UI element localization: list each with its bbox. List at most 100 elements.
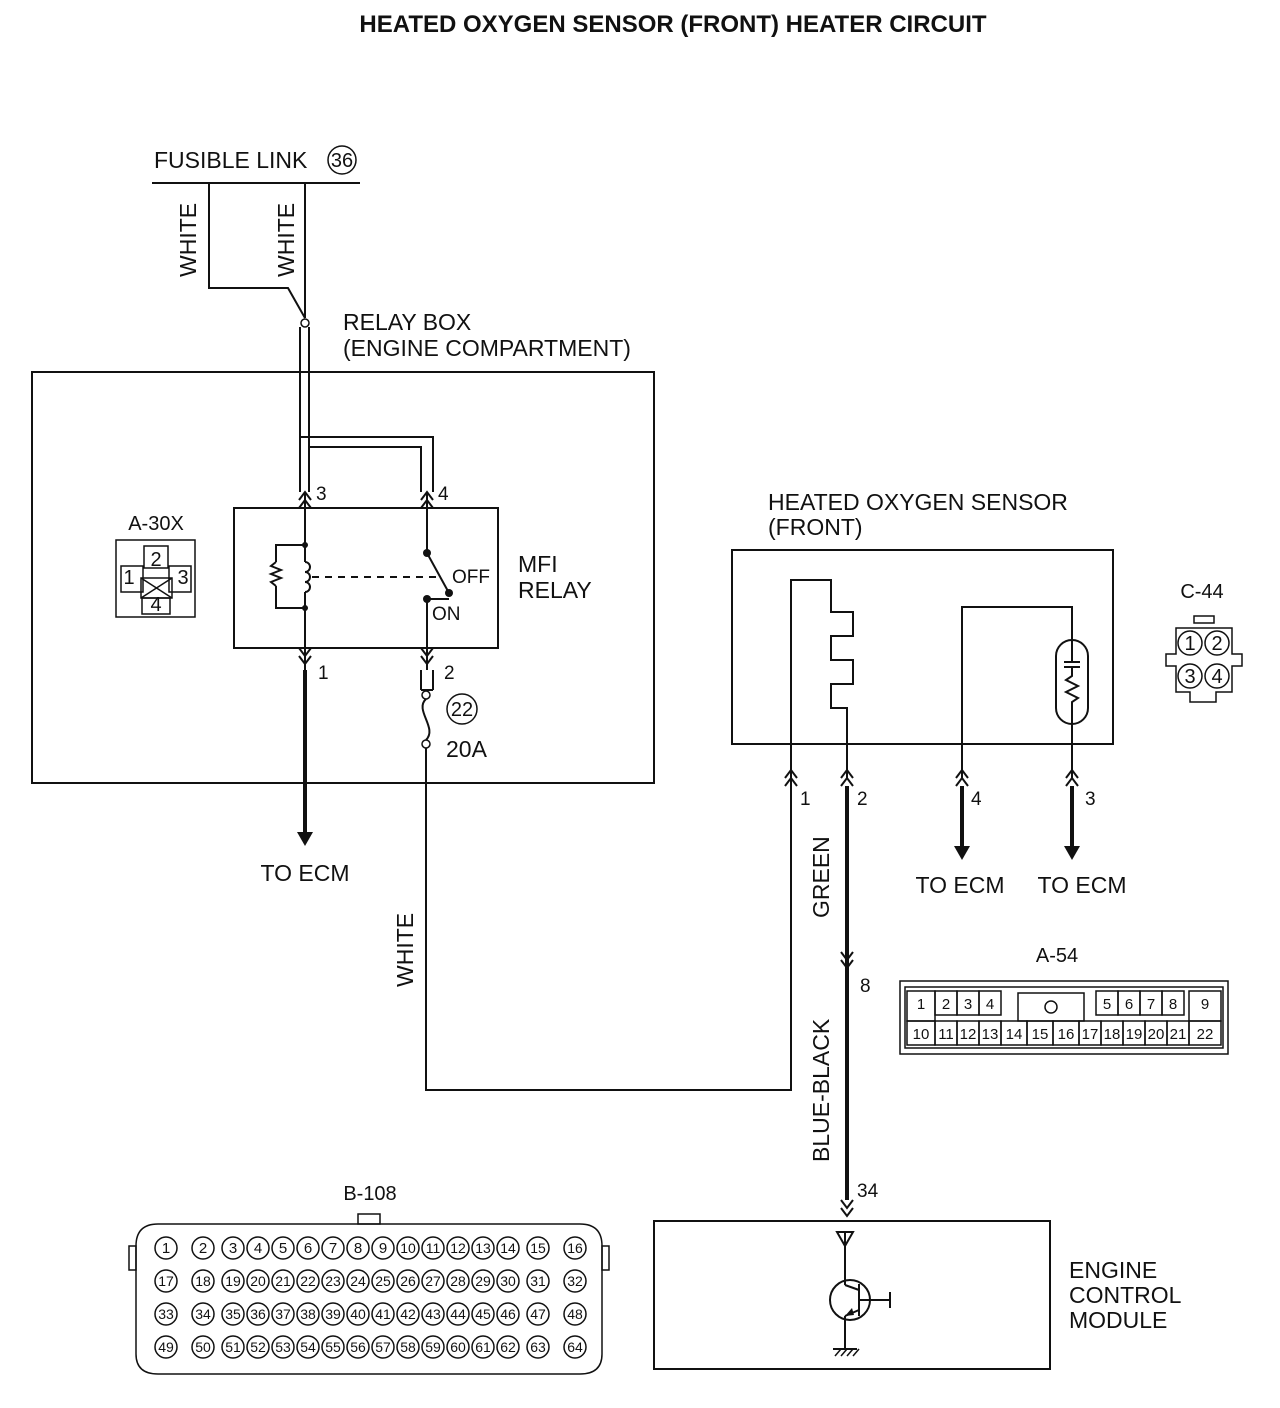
b108-pin	[396, 1269, 420, 1293]
b108-pin-label: 5	[279, 1240, 287, 1257]
b108-pin	[371, 1269, 395, 1293]
b108-pin-label: 42	[400, 1306, 416, 1322]
mfi-relay-label: MFI	[518, 551, 558, 577]
b108-pin	[296, 1269, 320, 1293]
b108-pin-label: 60	[450, 1339, 466, 1355]
b108-pin	[271, 1335, 295, 1359]
a54-pin-label: 19	[1126, 1026, 1143, 1043]
b108-pin	[471, 1335, 495, 1359]
b108-pin	[321, 1269, 345, 1293]
to-ecm-sensor-pin3: TO ECM	[1037, 872, 1126, 898]
connector-a54-name: A-54	[1036, 945, 1078, 967]
a54-pin-label: 6	[1125, 996, 1133, 1013]
b108-pin	[563, 1236, 587, 1260]
b108-pin	[154, 1302, 178, 1326]
b108-pin	[221, 1269, 245, 1293]
mfi-relay-pin-4: 4	[438, 484, 449, 505]
c44-pin-3: 3	[1184, 666, 1195, 688]
a54-pin-label: 10	[913, 1026, 930, 1043]
a30x-pin-3: 3	[177, 567, 188, 589]
diagram-title: HEATED OXYGEN SENSOR (FRONT) HEATER CIRC…	[359, 11, 986, 38]
b108-pin	[346, 1335, 370, 1359]
b108-pin	[246, 1269, 270, 1293]
c44-pin-2: 2	[1211, 633, 1222, 655]
b108-pin	[371, 1236, 395, 1260]
b108-pin	[496, 1236, 520, 1260]
mfi-relay-outline	[233, 507, 499, 649]
b108-pin-label: 19	[225, 1273, 241, 1289]
wire-color-white-lower: WHITE	[392, 913, 418, 987]
b108-pin-label: 45	[475, 1306, 491, 1322]
b108-pin	[471, 1236, 495, 1260]
b108-pin-label: 6	[304, 1240, 312, 1257]
b108-pin-label: 48	[567, 1306, 583, 1322]
b108-pin	[321, 1302, 345, 1326]
to-ecm-relay: TO ECM	[260, 860, 349, 886]
b108-pin	[446, 1302, 470, 1326]
b108-pin	[321, 1236, 345, 1260]
b108-pin	[191, 1269, 215, 1293]
mfi-relay-label-2: RELAY	[518, 577, 592, 603]
b108-pin-label: 50	[195, 1339, 211, 1355]
b108-pin	[421, 1335, 445, 1359]
sensor-pin-1: 1	[800, 789, 811, 810]
a54-pin-label: 15	[1032, 1026, 1049, 1043]
b108-pin	[271, 1236, 295, 1260]
b108-pin	[396, 1236, 420, 1260]
b108-pin-label: 12	[450, 1240, 466, 1256]
mfi-relay-pin-2: 2	[444, 663, 455, 684]
b108-pin	[191, 1302, 215, 1326]
b108-pin	[526, 1302, 550, 1326]
b108-pin	[526, 1335, 550, 1359]
wire-color-blue-black: BLUE-BLACK	[808, 1018, 834, 1162]
a54-pin-label: 13	[982, 1026, 999, 1043]
b108-pin-label: 35	[225, 1306, 241, 1322]
a54-cavity	[978, 990, 1002, 1016]
b108-pin-label: 59	[425, 1339, 441, 1355]
mfi-relay-pin-3: 3	[316, 484, 327, 505]
relay-box-sublabel: (ENGINE COMPARTMENT)	[343, 335, 631, 361]
engine-control-module: ENGINE CONTROL MODULE	[653, 1220, 1182, 1370]
b108-pin-label: 55	[325, 1339, 341, 1355]
a30x-pin-1: 1	[123, 567, 134, 589]
b108-pin	[396, 1335, 420, 1359]
a54-pin-label: 7	[1147, 996, 1155, 1013]
a54-pin-label: 11	[938, 1026, 954, 1043]
fuse-22: 22 20A	[420, 670, 488, 762]
b108-pin-label: 11	[426, 1240, 441, 1256]
b108-pin-label: 27	[425, 1273, 441, 1289]
mfi-relay: 3 4 OFF ON 1 2 MFI RELAY	[233, 484, 592, 684]
a54-pin-label: 9	[1201, 996, 1209, 1013]
b108-pin	[191, 1236, 215, 1260]
b108-pin	[446, 1236, 470, 1260]
b108-pin-label: 37	[275, 1306, 291, 1322]
b108-pin-label: 53	[275, 1339, 291, 1355]
a54-pin-label: 18	[1104, 1026, 1121, 1043]
b108-pin-label: 63	[530, 1339, 546, 1355]
b108-pin	[154, 1236, 178, 1260]
b108-pin-label: 26	[400, 1273, 416, 1289]
ecm-pin-34: 34	[857, 1181, 879, 1202]
b108-pin-label: 39	[325, 1306, 341, 1322]
b108-pin-label: 10	[400, 1240, 416, 1256]
b108-pin-label: 61	[475, 1339, 491, 1355]
c44-pin-4: 4	[1211, 666, 1222, 688]
b108-pin-label: 34	[195, 1306, 211, 1322]
relay-box-outline	[31, 371, 655, 784]
b108-pin-label: 4	[254, 1240, 262, 1257]
c44-pin-1: 1	[1184, 633, 1195, 655]
b108-pin-label: 21	[275, 1273, 291, 1289]
connector-a30x: A-30X 1 2 3 4	[115, 513, 196, 618]
fusible-link-number: 36	[331, 150, 353, 172]
a54-cavity	[1188, 1020, 1222, 1046]
b108-pin	[296, 1302, 320, 1326]
b108-pin	[271, 1302, 295, 1326]
b108-pin	[496, 1302, 520, 1326]
b108-pin-label: 51	[225, 1339, 241, 1355]
b108-pin-label: 14	[500, 1240, 516, 1256]
a30x-pin-4: 4	[150, 594, 161, 616]
b108-pin-label: 16	[567, 1240, 583, 1256]
sensor-pin-2: 2	[857, 789, 868, 810]
b108-pin	[496, 1335, 520, 1359]
